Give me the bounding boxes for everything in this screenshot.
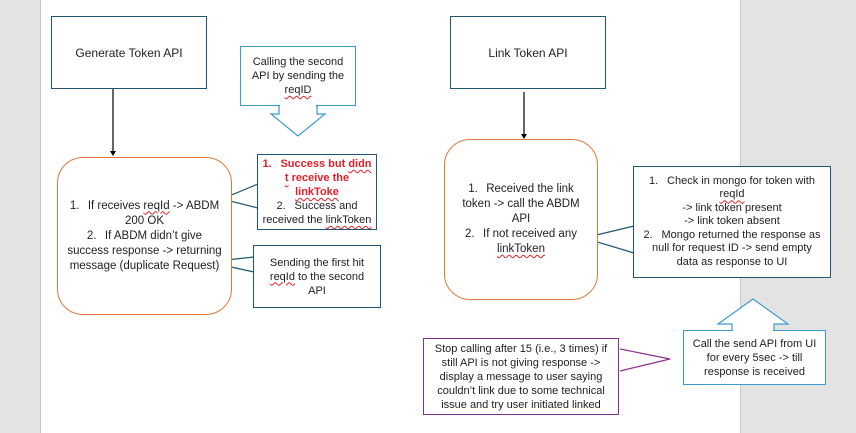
callout-second-api-text: Calling the second API by sending the <box>251 56 345 82</box>
arrow-stem-gap <box>280 104 316 108</box>
callout-mongo-sub-2: -> link token absent <box>684 215 780 228</box>
callout-success[interactable]: 1.Success but didn t receive the linkTok… <box>257 154 377 230</box>
callout-mongo-item-1: 1.Check in mongo for token with reqId <box>649 174 815 201</box>
link-token-api-box[interactable]: Link Token API <box>450 16 606 89</box>
link-token-api-label: Link Token API <box>488 45 568 60</box>
callout-stop[interactable]: Stop calling after 15 (i.e., 3 times) if… <box>423 338 619 415</box>
link-process-box[interactable]: 1.Received the link token -> call the AB… <box>444 139 598 300</box>
callout-mongo[interactable]: 1.Check in mongo for token with reqId ->… <box>633 166 831 278</box>
generate-token-api-box[interactable]: Generate Token API <box>51 16 207 89</box>
link-process-item-2: 2.If not received any linkToken <box>465 228 577 255</box>
callout-mongo-item-2: 2.Mongo returned the response as null fo… <box>643 228 821 268</box>
up-arrow-stem-gap <box>733 328 773 332</box>
callout-first-hit[interactable]: Sending the first hit reqId to the secon… <box>253 245 381 308</box>
callout-success-item-2: 2.Success and received the linkToken <box>262 200 372 226</box>
generate-process-list: 1.If receives reqId -> ABDM 200 OK 2.If … <box>66 199 223 274</box>
generate-process-item-2: 2.If ABDM didn’t give success response -… <box>67 229 222 272</box>
callout-poll[interactable]: Call the send API from UI for every 5sec… <box>683 330 826 385</box>
link-process-list: 1.Received the link token -> call the AB… <box>455 182 587 257</box>
callout-second-api-flag: reqID <box>284 84 312 96</box>
callout-success-item-1: 1.Success but didn t receive the linkTok… <box>262 158 372 198</box>
callout-mongo-sub-1: -> link token present <box>682 201 782 214</box>
generate-process-item-1: 1.If receives reqId -> ABDM 200 OK <box>69 199 220 227</box>
generate-token-api-label: Generate Token API <box>75 45 183 60</box>
link-process-item-1: 1.Received the link token -> call the AB… <box>462 183 580 225</box>
callout-second-api[interactable]: Calling the second API by sending the re… <box>240 46 356 106</box>
generate-process-box[interactable]: 1.If receives reqId -> ABDM 200 OK 2.If … <box>57 157 232 315</box>
